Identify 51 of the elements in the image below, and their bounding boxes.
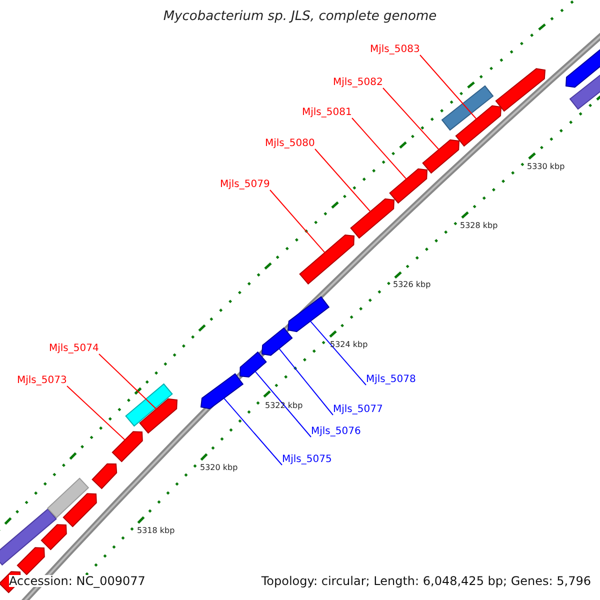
- gene-block: [422, 139, 460, 174]
- gene-block: [441, 85, 494, 131]
- gene-label: Mjls_5079: [220, 180, 270, 190]
- gene-block: [455, 105, 502, 147]
- gene-block: [0, 508, 57, 566]
- gene-label: Mjls_5081: [302, 108, 352, 118]
- gene-label: Mjls_5078: [366, 375, 416, 385]
- gene-label: Mjls_5074: [49, 344, 99, 354]
- gene-block: [40, 524, 67, 550]
- scale-label: 5324 kbp: [330, 341, 368, 349]
- leader-line: [254, 370, 312, 438]
- scale-label: 5326 kbp: [393, 281, 431, 289]
- gene-block: [139, 398, 178, 434]
- gene-block: [299, 234, 355, 285]
- scale-label: 5330 kbp: [527, 163, 565, 171]
- gene-block: [125, 383, 173, 427]
- gene-block: [200, 373, 244, 410]
- leader-line: [66, 386, 126, 440]
- gene-label: Mjls_5075: [282, 455, 332, 465]
- gene-label: Mjls_5083: [370, 45, 420, 55]
- gene-block: [495, 68, 546, 112]
- leader-line: [382, 88, 440, 150]
- leader-line: [352, 118, 407, 180]
- accession-text: Accession: NC_009077: [9, 575, 146, 587]
- genome-info-text: Topology: circular; Length: 6,048,425 bp; Genes: 5,796: [261, 575, 591, 587]
- gene-block: [62, 493, 97, 528]
- gene-label: Mjls_5073: [17, 376, 67, 386]
- gene-label: Mjls_5080: [265, 139, 315, 149]
- gene-block: [261, 327, 293, 356]
- gene-block: [92, 463, 118, 490]
- title: Mycobacterium sp. JLS, complete genome: [162, 10, 438, 23]
- gene-block: [389, 168, 428, 204]
- leader-line: [223, 398, 282, 466]
- scale-label: 5318 kbp: [137, 527, 175, 535]
- gene-block: [46, 478, 90, 518]
- gene-block: [112, 431, 143, 462]
- leader-line: [278, 348, 334, 416]
- leader-line: [420, 54, 477, 120]
- leader-line: [310, 320, 366, 386]
- gene-block: [239, 351, 267, 378]
- gene-label: Mjls_5076: [311, 427, 361, 437]
- gene-block: [350, 198, 395, 239]
- leader-line: [270, 190, 326, 254]
- scale-label: 5322 kbp: [265, 402, 303, 410]
- gene-label: Mjls_5082: [333, 78, 383, 88]
- leader-line: [314, 148, 371, 212]
- gene-label: Mjls_5077: [333, 405, 383, 415]
- scale-label: 5328 kbp: [460, 222, 498, 230]
- gene-block: [287, 296, 330, 332]
- scale-label: 5320 kbp: [200, 464, 238, 472]
- leader-line: [98, 354, 157, 410]
